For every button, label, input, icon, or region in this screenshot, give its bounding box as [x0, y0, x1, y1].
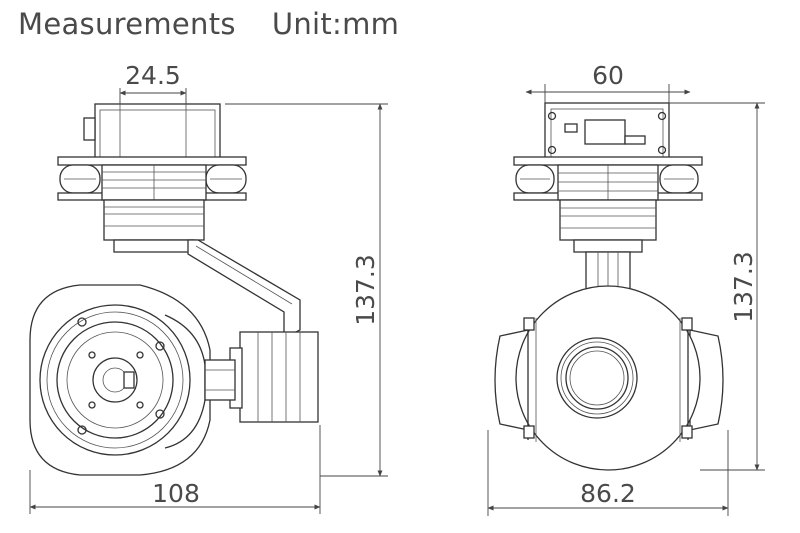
front-width-dimension: 86.2	[580, 479, 636, 508]
side-top-dimension: 24.5	[125, 61, 181, 90]
side-width-dimension: 108	[152, 479, 200, 508]
front-view-dimensions	[487, 84, 765, 516]
title-text: Measurements	[18, 7, 236, 41]
side-view-dimensions	[29, 88, 388, 514]
front-top-dimension: 60	[592, 61, 624, 90]
page-title: Measurements Unit:mm	[18, 4, 399, 44]
front-view-drawing	[494, 102, 724, 471]
unit-text: Unit:mm	[271, 7, 400, 41]
side-height-dimension: 137.3	[351, 254, 380, 326]
front-height-dimension: 137.3	[729, 251, 758, 323]
side-view-drawing	[29, 103, 319, 476]
